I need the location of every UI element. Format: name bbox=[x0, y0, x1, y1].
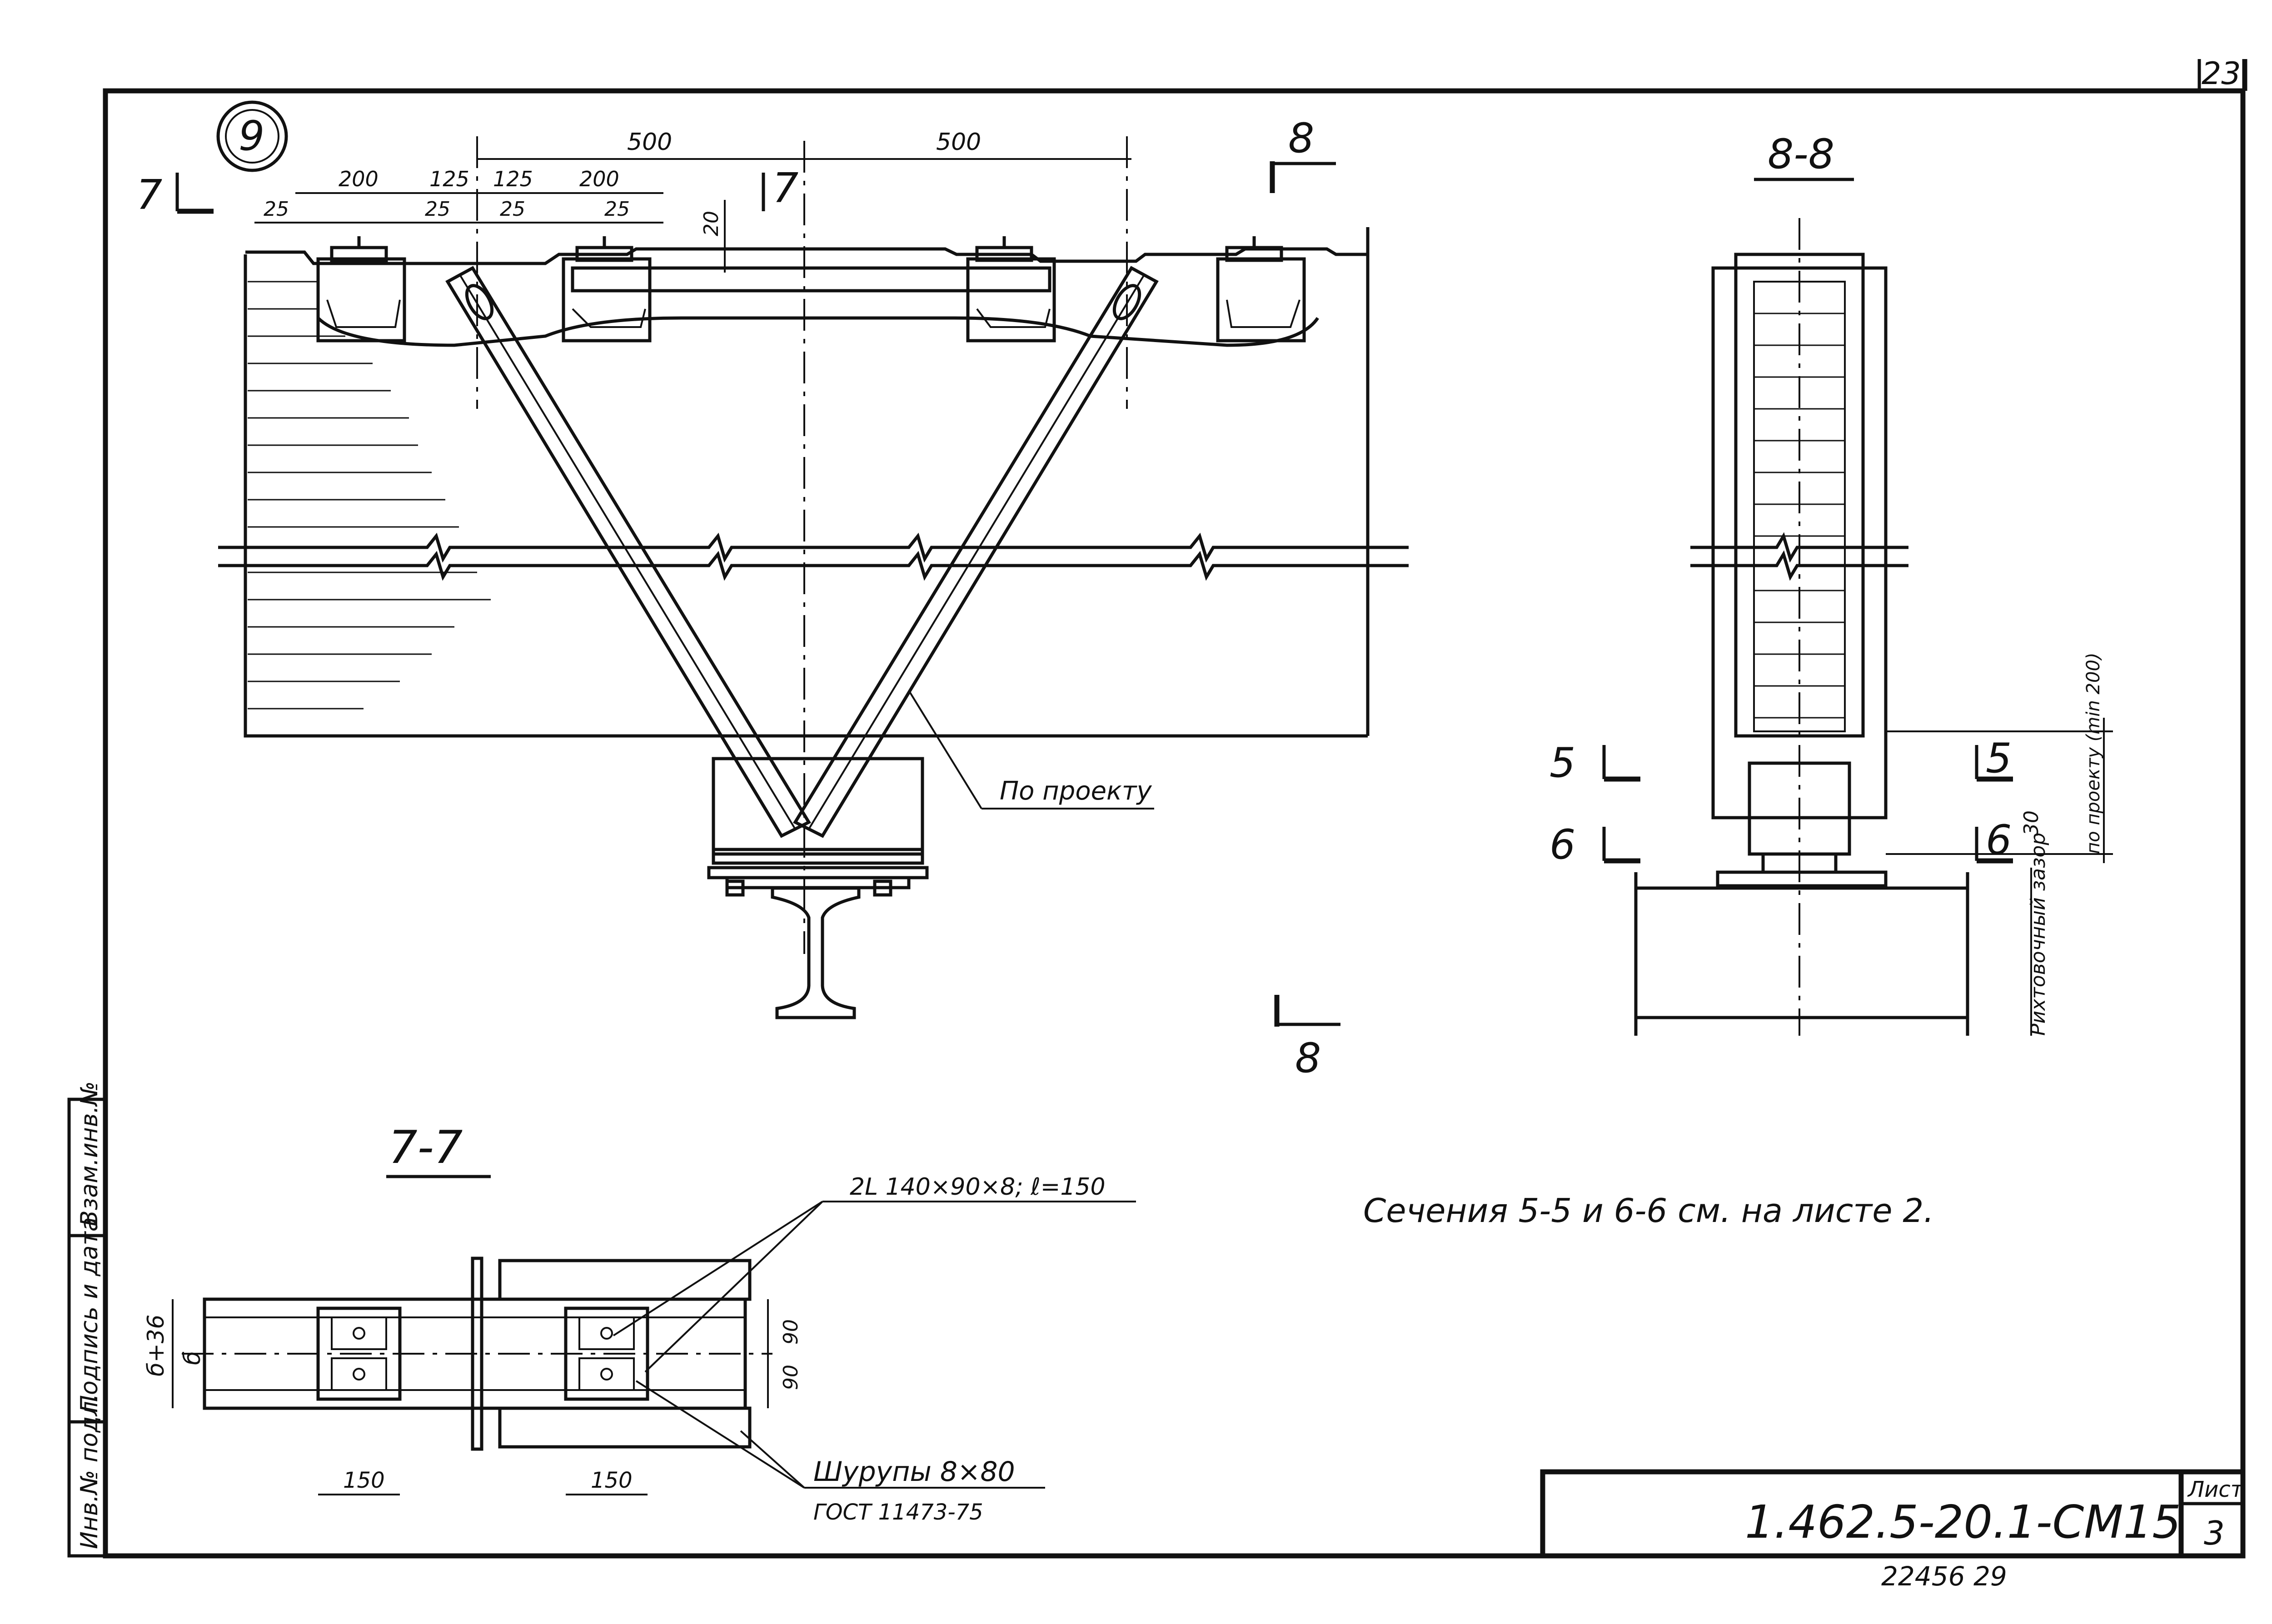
title-block: 1.462.5-20.1-СМ15 Лист 3 22456 29 bbox=[1540, 1469, 2246, 1592]
timber-face-hatching bbox=[248, 281, 491, 710]
stamp-label-inv: Инв.№ подл. bbox=[76, 1394, 103, 1549]
dim-125-b: 125 bbox=[493, 167, 533, 191]
cut-8-bottom: 8 bbox=[1295, 1034, 1321, 1082]
sheet-number: 3 bbox=[2204, 1514, 2225, 1552]
center-left-block bbox=[562, 236, 1051, 343]
dim-150-left: 150 bbox=[343, 1468, 385, 1493]
rail-section bbox=[771, 886, 861, 1019]
dim-b: б bbox=[179, 1351, 205, 1365]
screws-label: Шурупы 8×80 bbox=[813, 1456, 1015, 1488]
section-7-7-title: 7-7 bbox=[389, 1121, 463, 1174]
archive-number: 22456 29 bbox=[1881, 1561, 2007, 1592]
dim-by-project-line: по проекту (min 200) bbox=[2083, 652, 2104, 854]
dim-b36: б+36 bbox=[143, 1315, 169, 1376]
dim-150-right: 150 bbox=[591, 1468, 633, 1493]
right-strut bbox=[793, 266, 1159, 838]
cut-5-right: 5 bbox=[1986, 735, 2012, 782]
doc-code: 1.462.5-20.1-СМ15 bbox=[1745, 1495, 2181, 1549]
cut-7-markers: 7 7 bbox=[136, 164, 798, 219]
dim-90-b: 90 bbox=[779, 1365, 802, 1390]
page-number: 23 bbox=[2202, 56, 2241, 92]
callout-by-project: По проекту bbox=[1000, 776, 1152, 806]
cut-6-left: 6 bbox=[1550, 821, 1575, 869]
detail-marker: 9 bbox=[239, 112, 264, 160]
section-8-8-title: 8-8 bbox=[1768, 130, 1834, 178]
dim-200-right: 200 bbox=[579, 167, 619, 191]
cut-8-markers: 8 8 bbox=[1270, 114, 1340, 1082]
center-right-block bbox=[966, 236, 1056, 343]
left-strut bbox=[445, 266, 811, 838]
main-elevation: 9 bbox=[136, 100, 1409, 1082]
bottom-node bbox=[707, 757, 929, 897]
dim-90-a: 90 bbox=[779, 1319, 802, 1345]
cut-7-left: 7 bbox=[136, 171, 162, 219]
dimensions-top: 500 500 200 125 125 200 25 25 25 25 20 bbox=[254, 129, 1131, 273]
dim-500-right: 500 bbox=[936, 129, 981, 156]
gap-label: Рихтовочный зазор bbox=[2027, 833, 2050, 1036]
dim-125-a: 125 bbox=[429, 167, 469, 191]
stamp-label-sign: Подпись и дата bbox=[76, 1217, 103, 1413]
dim-25-c: 25 bbox=[500, 198, 525, 221]
stamp-column: Инв.№ подл. Подпись и дата Взам.инв.№ bbox=[67, 1081, 107, 1558]
screws-standard: ГОСТ 11473-75 bbox=[813, 1500, 983, 1525]
dim-25-b: 25 bbox=[425, 198, 450, 221]
project-callout: По проекту bbox=[908, 690, 1154, 810]
section-7-7: 7-7 б+36 б 90 90 150 bbox=[143, 1121, 1136, 1525]
dim-25-d: 25 bbox=[604, 198, 630, 221]
sheet-label: Лист bbox=[2187, 1477, 2244, 1502]
dim-200-left: 200 bbox=[339, 167, 379, 191]
angle-label: 2L 140×90×8; ℓ=150 bbox=[850, 1173, 1106, 1201]
left-end-block bbox=[316, 236, 406, 343]
right-end-block bbox=[1216, 236, 1306, 343]
dim-30: 30 bbox=[2020, 810, 2043, 836]
section-8-8: 8-8 5 bbox=[1550, 130, 2113, 1036]
dim-by-project: по проекту (min 200) bbox=[2083, 652, 2104, 854]
dim-25-a: 25 bbox=[264, 198, 289, 221]
cut-6-right: 6 bbox=[1986, 816, 2012, 864]
stamp-label-replace: Взам.инв.№ bbox=[76, 1081, 103, 1227]
cut-5-left: 5 bbox=[1550, 739, 1575, 787]
cut-8-top: 8 bbox=[1288, 114, 1314, 162]
dim-20: 20 bbox=[700, 211, 723, 236]
sections-note: Сечения 5-5 и 6-6 см. на листе 2. bbox=[1363, 1192, 1934, 1230]
sheet-frame: 23 bbox=[103, 56, 2247, 1559]
dim-500-left: 500 bbox=[627, 129, 672, 156]
cut-7-right: 7 bbox=[772, 164, 798, 212]
